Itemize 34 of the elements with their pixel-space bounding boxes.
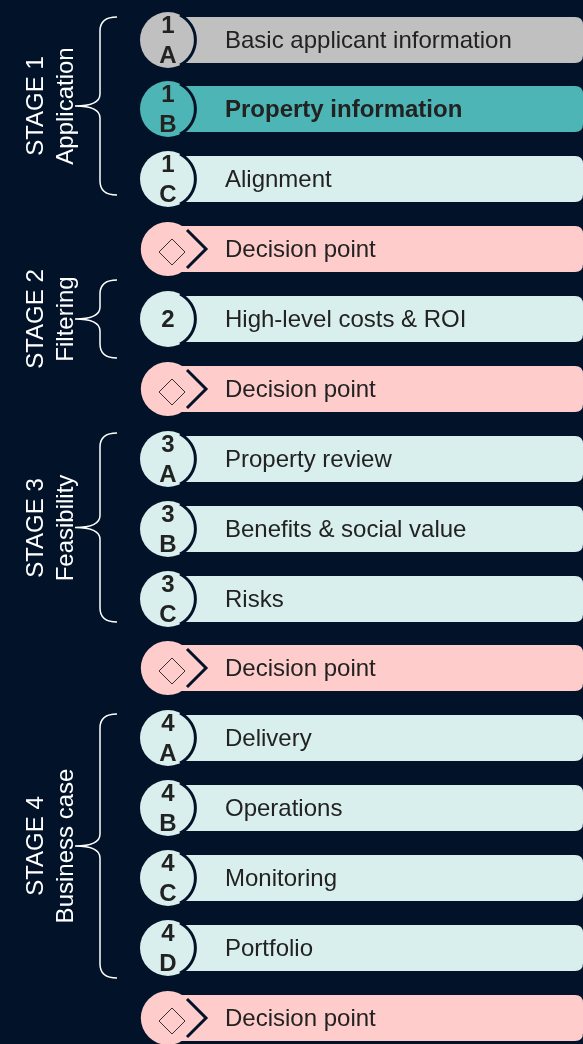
step-label: Property information	[225, 94, 463, 124]
step-number: 1 C	[158, 149, 178, 209]
step-number: 3 C	[158, 569, 178, 629]
step-number: 1 B	[158, 79, 178, 139]
step-label: Portfolio	[225, 933, 314, 963]
step-label: Decision point	[225, 234, 376, 264]
stage-label: STAGE 2	[20, 268, 49, 371]
step-number: 2	[160, 304, 176, 334]
stage-label: Filtering	[50, 275, 79, 364]
step-label: Delivery	[225, 723, 312, 753]
step-number: 1 A	[158, 10, 178, 70]
stage-label: STAGE 1	[20, 55, 49, 158]
step-number: 3 B	[158, 499, 178, 559]
step-number: 4 C	[158, 848, 178, 908]
stage-label: STAGE 4	[20, 795, 49, 898]
stage-label: STAGE 3	[20, 476, 49, 580]
step-number: 4 B	[158, 778, 178, 838]
step-label: Decision point	[225, 653, 376, 683]
step-number: 4 A	[158, 708, 178, 768]
step-label: Operations	[225, 793, 343, 823]
stage-label: Application	[50, 46, 79, 167]
step-label: Basic applicant information	[225, 25, 512, 55]
stage-label: Feasibility	[50, 473, 79, 583]
step-label: Risks	[225, 584, 284, 614]
step-label: Monitoring	[225, 863, 338, 893]
step-label: High-level costs & ROI	[225, 304, 467, 334]
step-label: Benefits & social value	[225, 514, 467, 544]
step-label: Alignment	[225, 164, 332, 194]
step-number: 3 A	[158, 429, 178, 489]
step-number: 4 D	[158, 918, 178, 978]
step-label: Decision point	[225, 1003, 376, 1033]
step-label: Property review	[225, 444, 392, 474]
stage-label: Business case	[50, 767, 79, 926]
step-label: Decision point	[225, 374, 376, 404]
